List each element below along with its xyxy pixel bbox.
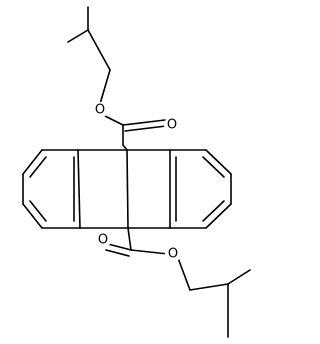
oxygen-atom-carbonyl-bottom: O <box>95 232 111 248</box>
bond-layer <box>22 6 251 338</box>
bond-single <box>87 29 111 71</box>
oxygen-atom-ester-top: O <box>92 102 108 118</box>
bond-single <box>177 257 191 291</box>
bond-aromatic-inner <box>202 156 225 178</box>
bond-single <box>67 29 89 43</box>
bond-single <box>205 149 232 175</box>
structure-diagram: O O O O <box>22 6 251 338</box>
bond-aromatic-inner <box>29 200 47 222</box>
atom-label-layer: O O O O <box>92 102 181 262</box>
atom-label-o: O <box>98 233 108 248</box>
bond-double <box>105 249 130 257</box>
bond-double <box>107 243 132 251</box>
oxygen-atom-ester-bottom: O <box>165 246 181 262</box>
bond-double <box>124 125 167 132</box>
bond-single <box>22 149 43 175</box>
bond-single <box>227 269 251 285</box>
bond-single <box>189 283 229 291</box>
oxygen-atom-carbonyl-top: O <box>164 117 180 133</box>
bond-single <box>130 249 169 255</box>
bond-single <box>99 69 111 105</box>
atom-label-o: O <box>168 247 178 262</box>
atom-label-o: O <box>95 103 105 118</box>
bond-single <box>104 115 124 126</box>
bond-aromatic-inner <box>202 200 225 222</box>
bond-aromatic-inner <box>29 156 47 178</box>
bond-single <box>126 149 129 229</box>
atom-label-o: O <box>167 118 177 133</box>
bond-single <box>77 149 81 229</box>
bond-single <box>122 144 128 151</box>
bond-single <box>205 203 232 229</box>
bond-single <box>127 227 132 251</box>
bond-single <box>22 203 43 229</box>
bond-double <box>122 119 166 126</box>
